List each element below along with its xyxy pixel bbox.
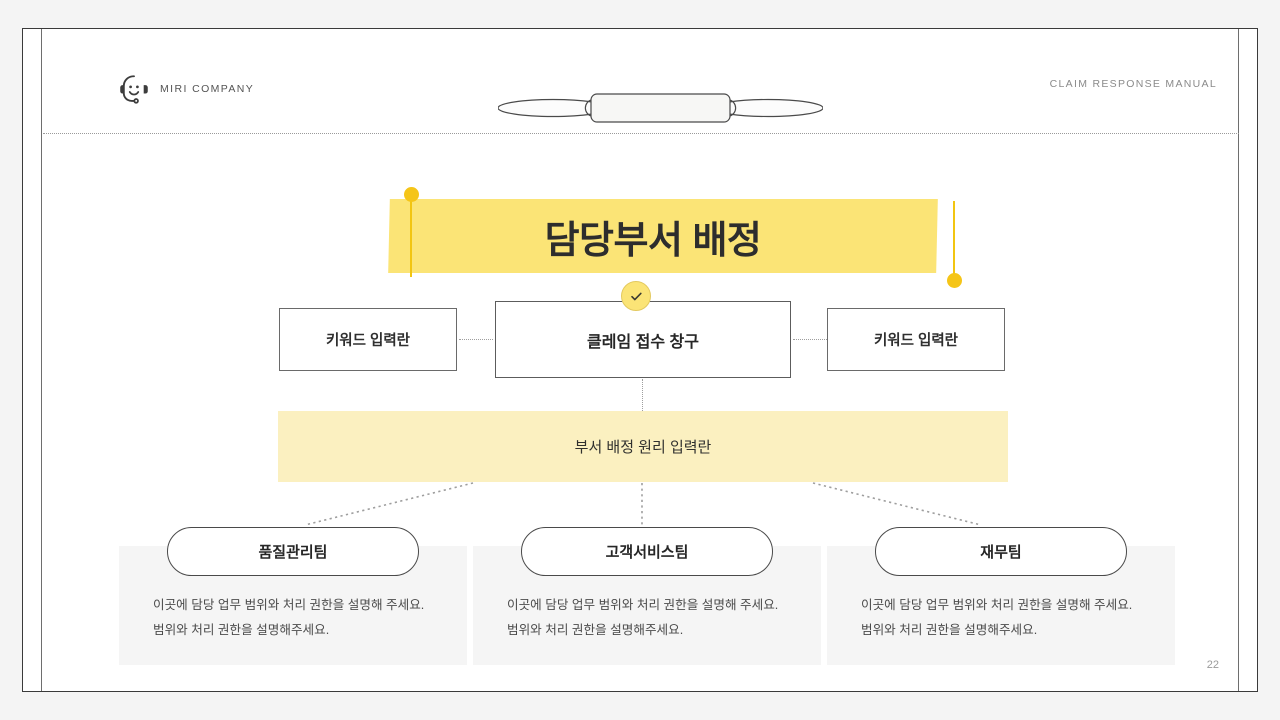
title-tick-left — [410, 193, 413, 277]
team-pill-quality[interactable]: 품질관리팀 — [167, 527, 419, 576]
brand-name: MIRI COMPANY — [160, 83, 255, 95]
team-pill-finance[interactable]: 재무팀 — [875, 527, 1127, 576]
assignment-principle-strip[interactable]: 부서 배정 원리 입력란 — [278, 411, 1008, 482]
team-name: 품질관리팀 — [258, 544, 328, 561]
header-divider — [43, 133, 1239, 134]
team-description: 이곳에 담당 업무 범위와 처리 권한을 설명해 주세요. 범위와 처리 권한을… — [861, 598, 1133, 637]
check-circle-icon — [621, 281, 651, 311]
connector-left — [459, 339, 493, 340]
claim-intake-box-label: 클레임 접수 창구 — [587, 333, 699, 351]
team-description: 이곳에 담당 업무 범위와 처리 권한을 설명해 주세요. 범위와 처리 권한을… — [153, 598, 425, 637]
connector-right — [793, 339, 827, 340]
team-description: 이곳에 담당 업무 범위와 처리 권한을 설명해 주세요. 범위와 처리 권한을… — [507, 598, 779, 637]
brand: MIRI COMPANY — [117, 72, 254, 106]
team-cards: 품질관리팀 고객서비스팀 재무팀 이곳에 담당 업무 범위와 처리 권한을 설명… — [43, 527, 1239, 665]
slide-header: MIRI COMPANY CLAIM RESPONSE MANUAL — [43, 29, 1239, 133]
frame-inner-rule-left — [41, 29, 42, 691]
frame-inner-rule-right — [1238, 29, 1239, 691]
assignment-principle-label: 부서 배정 원리 입력란 — [574, 439, 712, 456]
keyword-box-left-label: 키워드 입력란 — [325, 333, 411, 349]
keyword-box-right-label: 키워드 입력란 — [873, 333, 959, 349]
page-title-group: 담당부서 배정 — [369, 165, 962, 295]
document-label: CLAIM RESPONSE MANUAL — [1049, 78, 1217, 90]
page-title: 담당부서 배정 — [544, 219, 762, 262]
keyword-box-left[interactable]: 키워드 입력란 — [279, 308, 457, 371]
slide-frame: MIRI COMPANY CLAIM RESPONSE MANUAL 담 — [22, 28, 1258, 692]
team-name: 고객서비스팀 — [605, 544, 689, 561]
slide-canvas: MIRI COMPANY CLAIM RESPONSE MANUAL 담 — [43, 29, 1239, 691]
intake-row: 키워드 입력란 클레임 접수 창구 키워드 입력란 — [43, 281, 1239, 383]
team-pill-customer-service[interactable]: 고객서비스팀 — [521, 527, 773, 576]
claim-intake-box[interactable]: 클레임 접수 창구 — [495, 301, 791, 378]
connector-vertical-top — [642, 379, 643, 411]
keyword-box-right[interactable]: 키워드 입력란 — [827, 308, 1005, 371]
headset-smiley-icon — [117, 72, 151, 106]
fan-connectors — [43, 481, 1239, 527]
ribbon-banner-icon — [497, 89, 824, 127]
title-dot-right — [947, 273, 962, 288]
team-name: 재무팀 — [980, 544, 1022, 561]
title-tick-right — [953, 201, 956, 285]
title-dot-left — [404, 187, 419, 202]
page-number: 22 — [1206, 659, 1219, 671]
